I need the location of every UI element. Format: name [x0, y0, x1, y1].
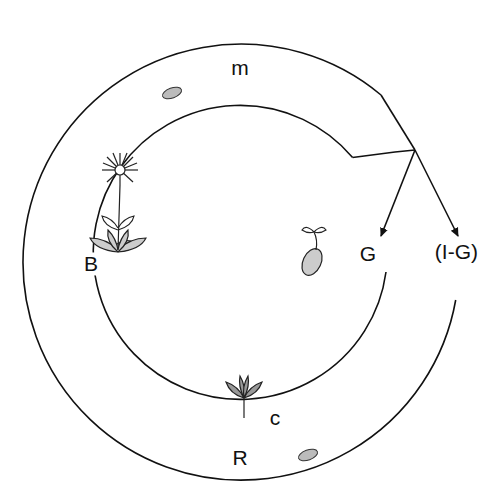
rosette: [226, 376, 262, 418]
branch-arrow: [381, 150, 415, 236]
stage-label: B: [82, 252, 100, 275]
seedling: [298, 227, 326, 278]
stage-label: m: [229, 56, 251, 79]
stage-label: R: [230, 446, 249, 469]
notch-line: [353, 150, 415, 158]
flowering-plant: [90, 153, 146, 252]
transition-label: (I-G): [433, 240, 480, 263]
stage-label: c: [268, 406, 283, 429]
outer-cycle: [23, 44, 456, 480]
notch-line: [381, 95, 415, 150]
seed: [297, 447, 319, 463]
seed: [161, 85, 183, 101]
transition-label: G: [358, 242, 378, 265]
branch-arrow: [415, 150, 458, 236]
inner-cycle: [93, 105, 386, 399]
